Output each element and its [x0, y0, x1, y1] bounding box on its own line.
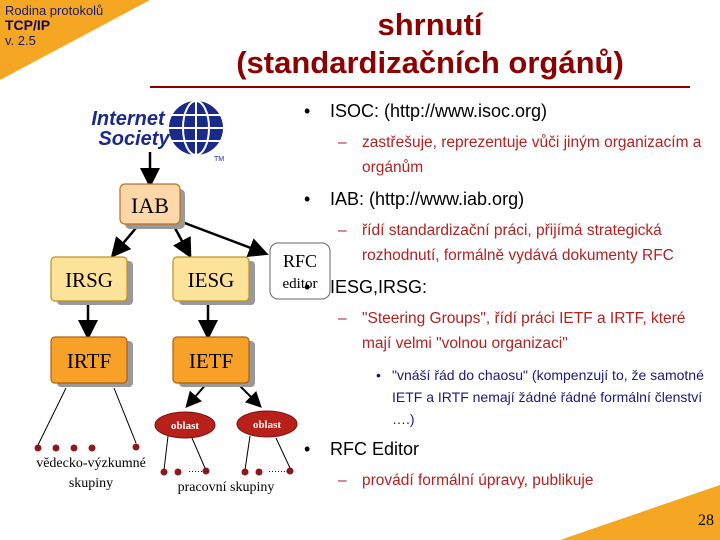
ietf-box	[172, 336, 250, 384]
research-group-dots	[34, 443, 140, 452]
oblast-oval-1	[154, 411, 216, 439]
title-divider	[150, 86, 690, 88]
oblast-label-1: oblast	[171, 420, 199, 432]
bullet-iesg-subsub: "vnáší řád do chaosu" (kompenzují to, že…	[296, 364, 716, 430]
ietf-label: IETF	[189, 349, 233, 373]
bullet-iab: IAB: (http://www.iab.org)	[296, 188, 716, 211]
irtf-label: IRTF	[67, 349, 111, 373]
page-number: 28	[698, 512, 714, 529]
working-groups-label: pracovní skupiny	[178, 480, 275, 495]
bullet-iesg-sub: "Steering Groups", řídí práci IETF a IRT…	[296, 306, 716, 356]
oblast-label-2: oblast	[253, 419, 281, 431]
bullet-isoc: ISOC: (http://www.isoc.org)	[296, 100, 716, 123]
internet-society-logo: Internet Society TM	[91, 100, 224, 163]
irsg-box	[50, 256, 128, 302]
iesg-box	[172, 256, 250, 302]
title-line1: shrnutí	[377, 7, 483, 42]
corner-label: Rodina protokolů TCP/IP v. 2.5	[5, 3, 103, 48]
iab-label: IAB	[131, 193, 169, 218]
dots-ellipsis-2: …….	[268, 464, 288, 474]
corner-decoration-bottom	[560, 485, 720, 540]
bullet-iab-sub: řídí standardizační práci, přijímá strat…	[296, 218, 716, 268]
corner-line1: Rodina protokolů	[5, 3, 104, 18]
logo-line1: Internet	[91, 108, 166, 130]
iab-box	[119, 183, 181, 225]
working-group-dots	[160, 467, 294, 476]
title-line2: (standardizačních orgánů)	[236, 45, 624, 80]
irsg-label: IRSG	[65, 268, 113, 292]
research-groups-label-line2: skupiny	[69, 476, 113, 491]
bullet-isoc-sub: zastřešuje, reprezentuje vůči jiným orga…	[296, 130, 716, 180]
bullet-rfc: RFC Editor	[296, 438, 716, 461]
research-groups-label-line1: vědecko-výzkumné	[36, 456, 146, 471]
dots-ellipsis-1: …….	[188, 464, 208, 474]
bullet-iesg: IESG,IRSG:	[296, 276, 716, 299]
corner-line3: v. 2.5	[5, 33, 36, 48]
corner-decoration-top	[0, 0, 150, 80]
corner-line2: TCP/IP	[5, 17, 51, 33]
logo-line2: Society	[98, 128, 170, 150]
bullet-rfc-sub: provádí formální úpravy, publikuje	[296, 468, 716, 493]
bullet-list: ISOC: (http://www.isoc.org) zastřešuje, …	[296, 100, 716, 501]
irtf-box	[50, 336, 128, 384]
iesg-label: IESG	[188, 268, 235, 292]
page-title: shrnutí (standardizačních orgánů)	[150, 6, 710, 82]
logo-tm: TM	[214, 156, 224, 163]
